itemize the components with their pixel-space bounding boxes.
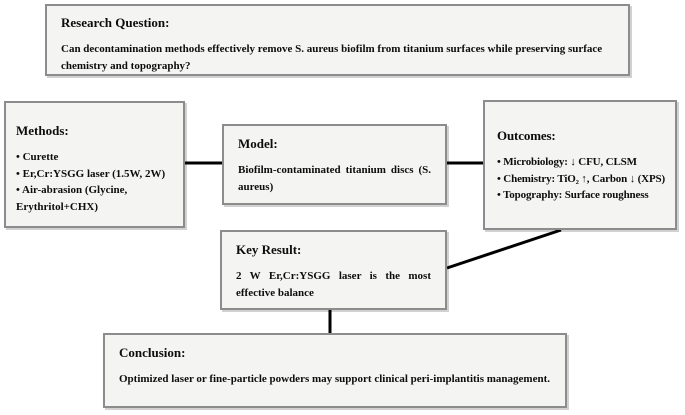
research-question-box: Research Question: Can decontamination m… [45,4,630,76]
key-result-box: Key Result: 2 W Er,Cr:YSGG laser is the … [220,230,447,310]
outcomes-box: Outcomes: • Microbiology: ↓ CFU, CLSM • … [483,100,677,230]
research-question-title: Research Question: [61,15,170,30]
model-box: Model: Biofilm-contaminated titanium dis… [222,124,447,205]
model-text: Biofilm-contaminated titanium discs (S. … [238,164,431,193]
conclusion-title: Conclusion: [119,345,186,360]
research-question-text: Can decontamination methods effectively … [61,43,603,72]
connector-outcomes-keyresult [446,228,562,270]
outcomes-item-microbiology: • Microbiology: ↓ CFU, CLSM [497,156,637,169]
outcomes-item-chemistry: • Chemistry: TiO₂ ↑, Carbon ↓ (XPS) [497,172,666,185]
conclusion-box: Conclusion: Optimized laser or fine-part… [103,333,567,408]
conclusion-text: Optimized laser or fine-particle powders… [119,373,550,386]
methods-item-air-abrasion: • Air-abrasion (Glycine, Erythritol+CHX) [16,184,128,213]
methods-title: Methods: [16,123,69,138]
methods-item-curette: • Curette [16,151,59,164]
outcomes-item-topography: • Topography: Surface roughness [497,189,649,202]
methods-item-laser: • Er,Cr:YSGG laser (1.5W, 2W) [16,167,166,180]
key-result-text: 2 W Er,Cr:YSGG laser is the most effecti… [236,270,431,299]
outcomes-title: Outcomes: [497,128,556,143]
model-title: Model: [238,136,278,151]
key-result-title: Key Result: [236,242,302,257]
methods-box: Methods: • Curette • Er,Cr:YSGG laser (1… [4,101,185,228]
